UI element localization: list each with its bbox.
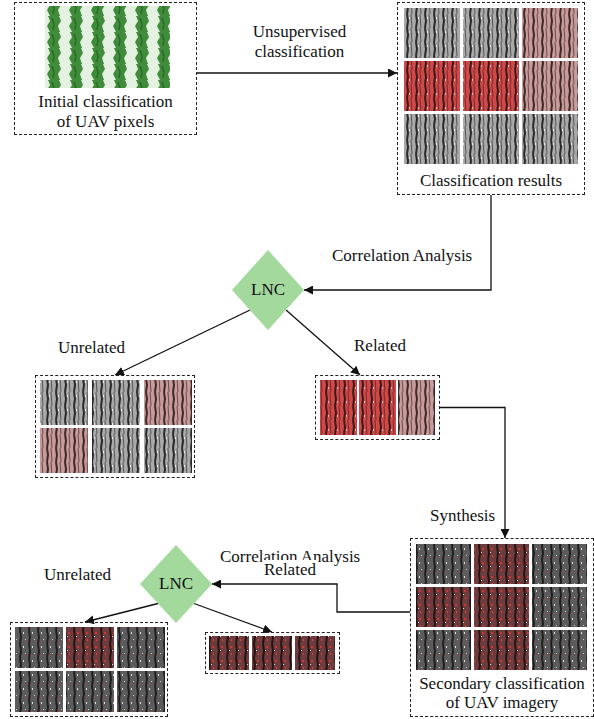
edge-label: Synthesis	[428, 506, 497, 526]
edge-label: Related	[352, 336, 408, 356]
unrelated-tiles	[40, 380, 192, 473]
unrelated-box	[35, 375, 195, 478]
edge-label: Related	[262, 560, 318, 580]
flow-arrow	[115, 310, 250, 375]
decision-diamond: LNC	[232, 250, 304, 330]
dark-red-tile	[474, 544, 529, 584]
flow-arrow	[197, 72, 397, 73]
dark-red-tile	[66, 627, 114, 668]
diamond-fill	[140, 545, 212, 623]
dark-red-tile	[474, 630, 529, 670]
dark-red-tile	[474, 587, 529, 627]
dark-red-tile	[252, 636, 292, 670]
gray-tile	[404, 114, 460, 164]
unrelated-tiles	[15, 627, 165, 712]
pink-tile	[398, 380, 435, 435]
diamond-fill	[232, 250, 304, 330]
gray-tile	[144, 428, 192, 473]
dark-tile	[15, 671, 63, 712]
node-text: LNC	[159, 574, 193, 594]
pink-tile	[522, 61, 578, 111]
flow-arrow	[212, 584, 410, 612]
node-text: Initial classification of UAV pixels	[30, 92, 182, 131]
dark-tile	[15, 627, 63, 668]
pink-tile	[522, 8, 578, 58]
classified-tiles	[404, 8, 578, 164]
dark-tile	[66, 671, 114, 712]
dark-red-tile	[416, 587, 471, 627]
secondary-box: Secondary classification of UAV imagery	[410, 538, 594, 717]
dark-tile	[532, 630, 587, 670]
dark-tile	[532, 544, 587, 584]
related-tiles	[320, 380, 435, 435]
edge-label: Unrelated	[56, 338, 127, 358]
node-text: LNC	[251, 280, 285, 300]
gray-tile	[522, 114, 578, 164]
input-box: Initial classification of UAV pixels	[14, 2, 197, 135]
flow-arrow	[194, 604, 272, 633]
node-text: Classification results	[420, 171, 562, 191]
related-tiles	[209, 636, 335, 670]
unrelated-box	[10, 622, 168, 717]
secondary-tiles	[416, 544, 587, 670]
edge-label: Unsupervised classification	[210, 22, 389, 61]
red-tile	[463, 61, 519, 111]
dark-tile	[532, 587, 587, 627]
crop-photo	[45, 6, 170, 88]
gray-tile	[92, 428, 140, 473]
red-tile	[404, 61, 460, 111]
related-box	[315, 375, 440, 440]
gray-tile	[463, 8, 519, 58]
dark-tile	[416, 544, 471, 584]
flow-arrow	[85, 604, 158, 623]
flow-arrow	[286, 310, 360, 375]
edge-label: Correlation Analysis	[330, 246, 474, 266]
dark-tile	[117, 671, 165, 712]
decision-diamond: LNC	[140, 545, 212, 623]
edge-label: Unrelated	[42, 565, 113, 585]
gray-tile	[92, 380, 140, 425]
node-text: Secondary classification of UAV imagery	[414, 674, 590, 713]
dark-tile	[117, 627, 165, 668]
flow-arrow	[304, 195, 491, 290]
red-tile	[359, 380, 396, 435]
result-box: Classification results	[397, 2, 585, 195]
red-tile	[320, 380, 357, 435]
dark-red-tile	[295, 636, 335, 670]
pink-tile	[144, 380, 192, 425]
gray-tile	[404, 8, 460, 58]
gray-tile	[40, 380, 88, 425]
gray-tile	[463, 114, 519, 164]
dark-red-tile	[209, 636, 249, 670]
dark-tile	[416, 630, 471, 670]
related-box	[205, 632, 340, 674]
pink-tile	[40, 428, 88, 473]
